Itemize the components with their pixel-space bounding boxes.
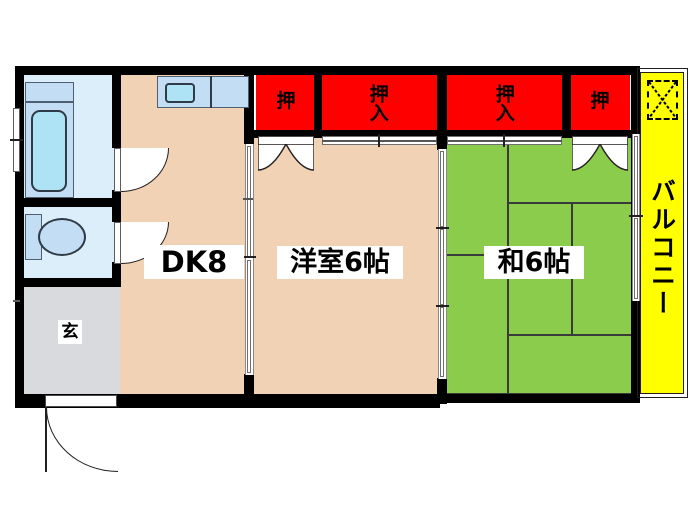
closet-2-door-handle[interactable] <box>378 134 380 147</box>
washitsu-japanese-partition-leaf[interactable] <box>440 229 444 305</box>
wall-dk-washitsu-lower <box>244 374 254 404</box>
room-label-washitsu: 洋室6帖 <box>277 246 403 279</box>
wall-closet-3-4 <box>562 66 571 136</box>
kitchen-counter-divider <box>210 76 212 108</box>
entrance-door-threshold <box>45 395 117 407</box>
tatami-mat <box>445 135 508 255</box>
closet-3-door-handle[interactable] <box>503 134 505 147</box>
toilet-bowl <box>38 218 86 256</box>
dk-washitsu-partition-leaf[interactable] <box>247 260 251 373</box>
closet-3 <box>446 75 563 130</box>
dk-washitsu-partition-rail <box>243 198 253 200</box>
closet-label-4: 押 <box>590 89 610 112</box>
wall-closet-3-base <box>442 130 568 138</box>
wall-washitsu-japanese-top <box>437 130 447 150</box>
wall-wet-dk-mid <box>112 190 121 222</box>
bathtub <box>31 110 67 192</box>
closet-2 <box>320 75 437 130</box>
dk-washitsu-partition-leaf[interactable] <box>247 146 251 258</box>
toilet-door-leaf[interactable] <box>114 222 121 264</box>
wall-closet-2-3 <box>437 66 447 136</box>
washitsu-japanese-partition-leaf[interactable] <box>440 151 444 227</box>
exterior-wall-bottom <box>15 394 440 408</box>
room-label-dk: DK8 <box>144 245 244 279</box>
washitsu-japanese-partition-leaf[interactable] <box>440 307 444 377</box>
closet-1 <box>256 75 316 130</box>
wall-closet-4-base <box>564 130 634 138</box>
balcony-railing-inner <box>640 72 684 394</box>
wall-wet-dk <box>112 66 121 148</box>
wall-balcony-left-lower <box>631 300 640 403</box>
genkan-window[interactable] <box>13 300 20 302</box>
wall-closet-1-base <box>250 130 320 138</box>
closet-1-door-swing[interactable] <box>258 144 314 172</box>
balcony-window-leaf[interactable] <box>634 218 638 299</box>
balcony-window[interactable] <box>632 134 640 301</box>
balcony-window-handle[interactable] <box>629 215 643 217</box>
room-label-balcony: バルコニー <box>647 178 677 318</box>
wall-closet-1-2 <box>314 66 322 136</box>
wall-washitsu-japanese-bottom <box>437 378 447 404</box>
wall-wet-dk-lower <box>112 262 121 287</box>
washitsu-japanese-partition-handle[interactable] <box>436 227 449 229</box>
room-label-genkan: 玄 <box>58 320 82 344</box>
balcony-window-leaf[interactable] <box>634 136 638 216</box>
entrance-door-leaf[interactable] <box>45 407 47 472</box>
closet-4-door-swing[interactable] <box>572 144 628 172</box>
tatami-mat <box>508 335 635 394</box>
wall-bath-toilet <box>15 198 121 207</box>
bath-door[interactable] <box>121 148 169 192</box>
exterior-wall-left <box>15 66 24 408</box>
wall-dk-washitsu <box>244 66 254 144</box>
entrance-door[interactable] <box>46 407 118 472</box>
dk-washitsu-partition[interactable] <box>245 144 254 375</box>
kitchen-sink <box>165 83 195 103</box>
washitsu-japanese-partition-handle-2[interactable] <box>436 305 449 307</box>
room-label-japanese: 和6帖 <box>484 246 584 279</box>
dk-washitsu-partition-handle[interactable] <box>243 256 256 258</box>
exterior-wall-bottom-right <box>440 394 640 403</box>
closet-label-2: 押入 <box>366 84 389 122</box>
exterior-wall-top <box>15 66 640 75</box>
wall-toilet-genkan <box>15 278 121 287</box>
bath-shelf <box>25 82 74 102</box>
closet-label-3: 押入 <box>492 84 515 122</box>
closet-4 <box>570 75 630 130</box>
wall-balcony-left-upper <box>631 66 640 134</box>
bath-window-mullion <box>10 139 23 141</box>
room-balcony-floor <box>640 72 684 394</box>
bath-door-leaf[interactable] <box>114 148 121 192</box>
balcony-unit-icon <box>647 80 678 120</box>
balcony-unit-cross-icon <box>649 82 676 118</box>
closet-label-1: 押 <box>276 89 296 112</box>
